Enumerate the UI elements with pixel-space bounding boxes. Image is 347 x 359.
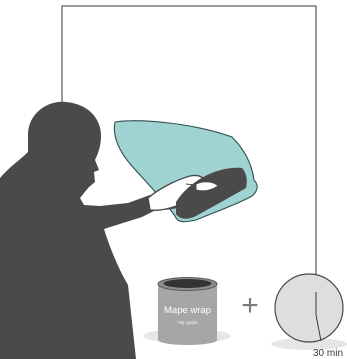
product-name: Mape wrap [164,305,211,316]
applicator-plate [176,167,247,219]
timer-label: 30 min [313,348,343,359]
leader-line [61,5,317,292]
product-subtitle: HQ Ljeplo [177,320,198,325]
clock-icon [271,273,347,350]
plus-sign: + [241,289,259,322]
adhesive-can-icon: Mape wrap HQ Ljeplo [143,277,231,345]
